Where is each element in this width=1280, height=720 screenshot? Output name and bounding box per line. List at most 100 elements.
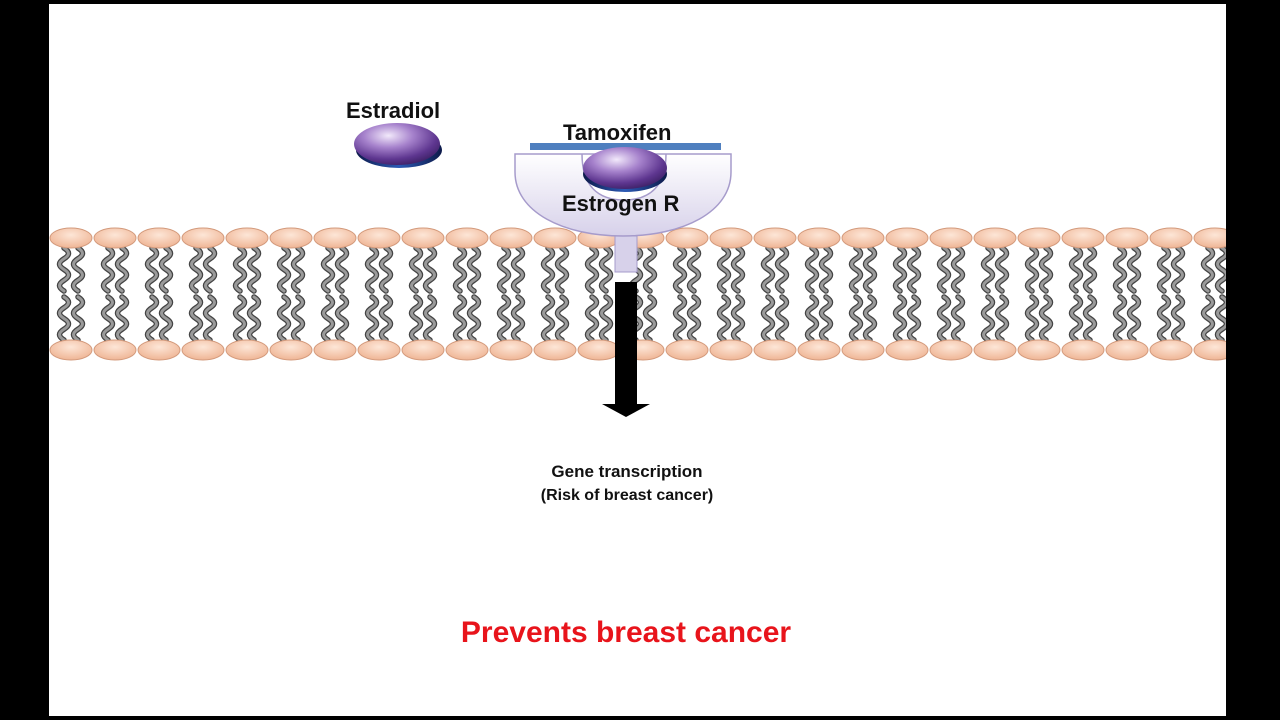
phospholipid-head [93,227,137,249]
lipid-tail [160,246,172,293]
lipid-tail [908,295,920,342]
lipid-tail [116,295,128,342]
phospholipid-head [1105,339,1149,361]
lipid-tail [468,295,480,342]
phospholipid-head [797,227,841,249]
phospholipid-head [885,339,929,361]
phospholipid-heads-inner [49,339,1226,361]
lipid-tail [1114,246,1126,293]
lipid-tail [864,295,876,342]
lipid-tail [820,246,832,293]
lipid-tail [498,295,510,342]
phospholipid-head [93,339,137,361]
lipid-tails [56,245,1226,343]
lipid-tail [102,246,114,293]
phospholipid-head [49,339,93,361]
lipid-tail [1070,295,1082,342]
lipid-tail [952,246,964,293]
lipid-tail [600,295,612,342]
lipid-tail [278,246,290,293]
lipid-tail [556,246,568,293]
phospholipid-head [445,339,489,361]
phospholipid-head [753,339,797,361]
lipid-tail [1202,246,1214,293]
lipid-tail [58,295,70,342]
phospholipid-head [225,227,269,249]
lipid-tail [806,246,818,293]
lipid-tail [718,295,730,342]
estrogen-receptor-label: Estrogen R [562,191,680,216]
signal-arrow [602,282,650,417]
lipid-tail [322,246,334,293]
lipid-tail [688,246,700,293]
phospholipid-head [313,339,357,361]
lipid-tail [72,295,84,342]
phospholipid-head [357,339,401,361]
phospholipid-head [1193,339,1226,361]
lipid-tail [1158,295,1170,342]
tamoxifen-bar [530,143,721,150]
lipid-tail [1128,295,1140,342]
lipid-tail [204,295,216,342]
lipid-tail [850,246,862,293]
lipid-tail [204,246,216,293]
lipid-tail [674,246,686,293]
phospholipid-head [489,339,533,361]
phospholipid-head [665,339,709,361]
lipid-tail [864,246,876,293]
lipid-tail [160,295,172,342]
lipid-tail [600,246,612,293]
result-label: Prevents breast cancer [460,616,792,649]
phospholipid-head [181,227,225,249]
lipid-tail [996,246,1008,293]
lipid-tail [586,246,598,293]
lipid-tail [322,295,334,342]
phospholipid-head [401,227,445,249]
slide-canvas: Estradiol Tamoxifen Estrogen R Gene tran… [49,4,1226,716]
lipid-tail [512,295,524,342]
phospholipid-head [1017,227,1061,249]
lipid-tail [278,295,290,342]
phospholipid-head [1017,339,1061,361]
lipid-tail [762,246,774,293]
lipid-tail [1172,246,1184,293]
lipid-tail [468,246,480,293]
lipid-tail [454,246,466,293]
lipid-tail [190,246,202,293]
phospholipid-head [973,227,1017,249]
lipid-tail [586,295,598,342]
lipid-tail [776,295,788,342]
lipid-tail [850,295,862,342]
mechanism-diagram [49,123,1226,417]
lipid-tail [512,246,524,293]
lipid-tail [644,295,656,342]
phospholipid-head [269,339,313,361]
lipid-tail [938,295,950,342]
lipid-tail [336,246,348,293]
phospholipid-head [313,227,357,249]
lipid-tail [410,246,422,293]
phospholipid-head [533,227,577,249]
lipid-tail [556,295,568,342]
lipid-tail [732,295,744,342]
lipid-tail [410,295,422,342]
lipid-tail [718,246,730,293]
phospholipid-head [1061,339,1105,361]
lipid-tail [380,246,392,293]
lipid-tail [1172,295,1184,342]
lipid-tail [776,246,788,293]
lipid-tail [1070,246,1082,293]
lipid-tail [644,246,656,293]
lipid-tail [1202,295,1214,342]
phospholipid-head [445,227,489,249]
lipid-tail [732,246,744,293]
phospholipid-head [137,339,181,361]
lipid-tail [454,295,466,342]
phospholipid-head [665,227,709,249]
cancer-risk-label: (Risk of breast cancer) [540,487,714,504]
lipid-tail [424,246,436,293]
lipid-tail [820,295,832,342]
lipid-tail [894,295,906,342]
lipid-tail [1158,246,1170,293]
estradiol-label: Estradiol [346,98,441,123]
